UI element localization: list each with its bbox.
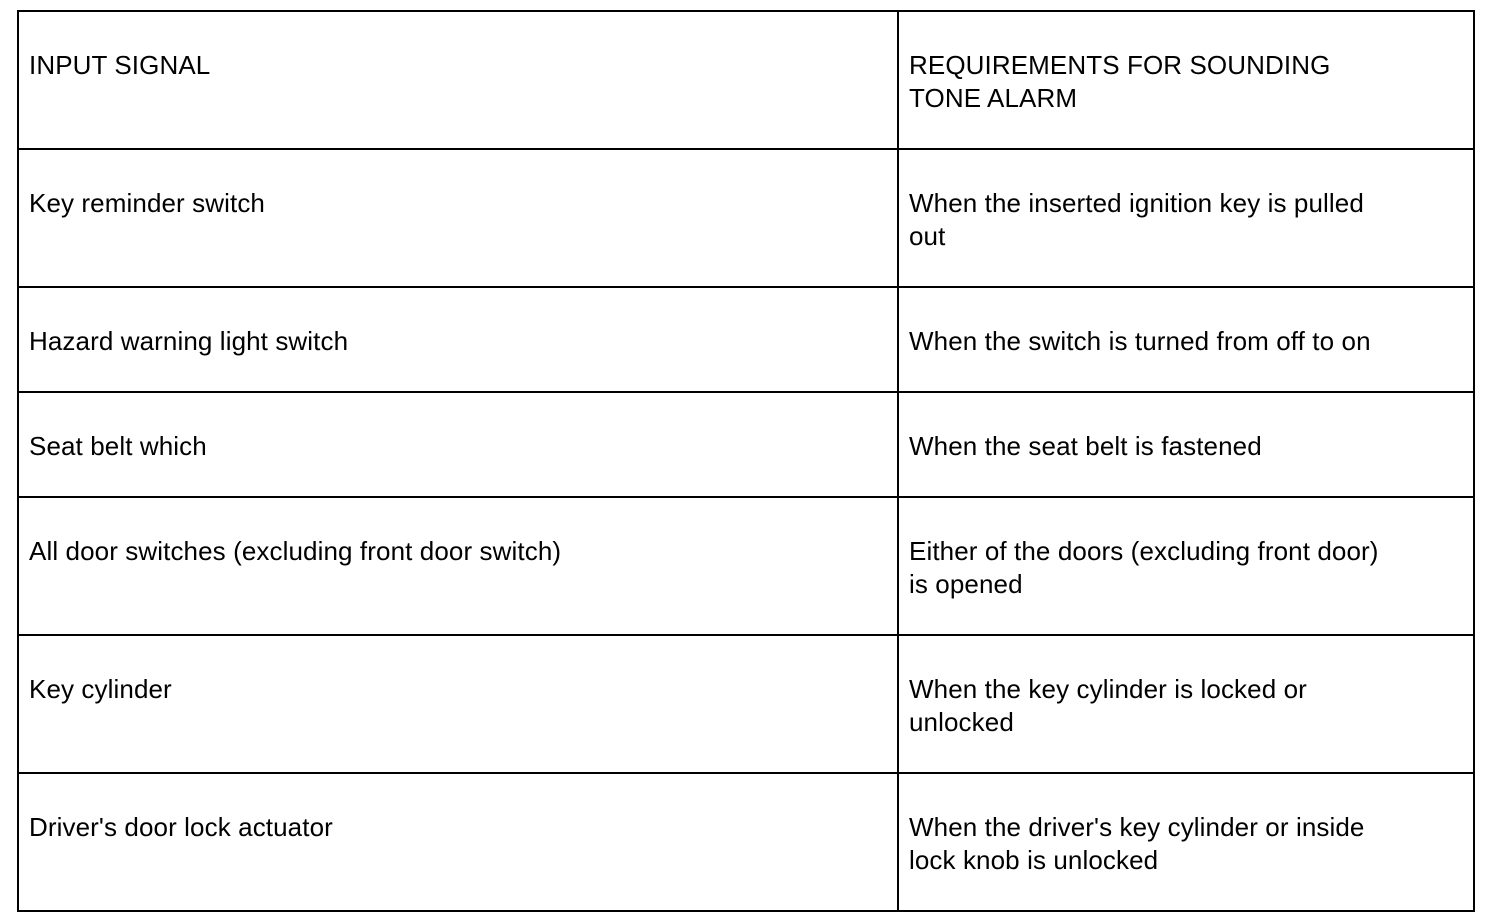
table-row: Driver's door lock actuator When the dri… bbox=[17, 772, 1475, 912]
table-row: All door switches (excluding front door … bbox=[17, 496, 1475, 636]
cell-input-signal-text: Driver's door lock actuator bbox=[29, 812, 333, 842]
cell-requirements-text: When the key cylinder is locked or unloc… bbox=[909, 674, 1307, 737]
cell-requirements: When the key cylinder is locked or unloc… bbox=[897, 634, 1475, 774]
column-header-input-signal-text: INPUT SIGNAL bbox=[29, 50, 211, 80]
cell-input-signal-text: Key reminder switch bbox=[29, 188, 265, 218]
cell-input-signal: Key cylinder bbox=[17, 634, 899, 774]
cell-input-signal: All door switches (excluding front door … bbox=[17, 496, 899, 636]
cell-requirements-text: Either of the doors (excluding front doo… bbox=[909, 536, 1379, 599]
cell-requirements: When the seat belt is fastened bbox=[897, 391, 1475, 498]
document-sheet: INPUT SIGNAL REQUIREMENTS FOR SOUNDING T… bbox=[17, 10, 1475, 912]
cell-requirements: Either of the doors (excluding front doo… bbox=[897, 496, 1475, 636]
cell-input-signal-text: Key cylinder bbox=[29, 674, 172, 704]
cell-requirements: When the inserted ignition key is pulled… bbox=[897, 148, 1475, 288]
table-row: Key reminder switch When the inserted ig… bbox=[17, 148, 1475, 288]
cell-requirements: When the switch is turned from off to on bbox=[897, 286, 1475, 393]
table-row: Key cylinder When the key cylinder is lo… bbox=[17, 634, 1475, 774]
input-signal-requirements-table: INPUT SIGNAL REQUIREMENTS FOR SOUNDING T… bbox=[17, 10, 1475, 912]
cell-requirements-text: When the inserted ignition key is pulled… bbox=[909, 188, 1364, 251]
table-row: Hazard warning light switch When the swi… bbox=[17, 286, 1475, 393]
cell-requirements-text: When the seat belt is fastened bbox=[909, 431, 1262, 461]
cell-input-signal: Driver's door lock actuator bbox=[17, 772, 899, 912]
cell-input-signal-text: Seat belt which bbox=[29, 431, 207, 461]
cell-input-signal: Seat belt which bbox=[17, 391, 899, 498]
cell-input-signal: Key reminder switch bbox=[17, 148, 899, 288]
cell-requirements-text: When the switch is turned from off to on bbox=[909, 326, 1371, 356]
cell-requirements-text: When the driver's key cylinder or inside… bbox=[909, 812, 1365, 875]
table-header-row: INPUT SIGNAL REQUIREMENTS FOR SOUNDING T… bbox=[17, 10, 1475, 150]
cell-input-signal-text: All door switches (excluding front door … bbox=[29, 536, 562, 566]
cell-input-signal: Hazard warning light switch bbox=[17, 286, 899, 393]
table-row: Seat belt which When the seat belt is fa… bbox=[17, 391, 1475, 498]
column-header-requirements: REQUIREMENTS FOR SOUNDING TONE ALARM bbox=[897, 10, 1475, 150]
column-header-input-signal: INPUT SIGNAL bbox=[17, 10, 899, 150]
cell-input-signal-text: Hazard warning light switch bbox=[29, 326, 349, 356]
cell-requirements: When the driver's key cylinder or inside… bbox=[897, 772, 1475, 912]
column-header-requirements-text: REQUIREMENTS FOR SOUNDING TONE ALARM bbox=[909, 50, 1331, 113]
